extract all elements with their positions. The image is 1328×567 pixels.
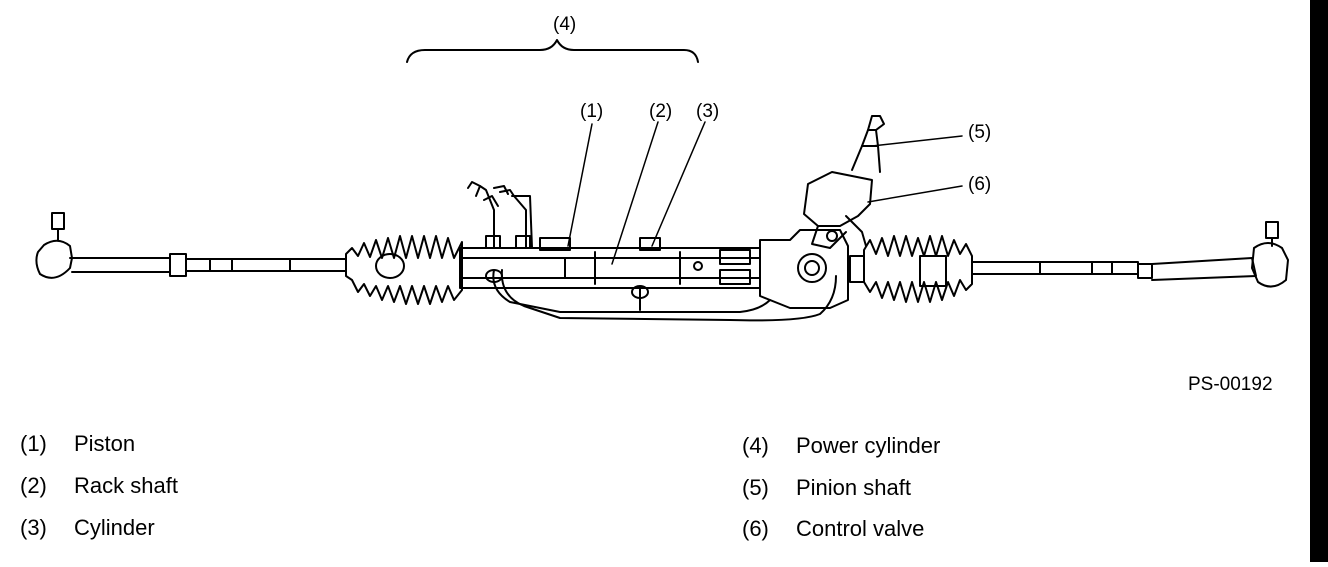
control-valve [803, 171, 873, 249]
callout-3: (3) [696, 101, 719, 122]
figure-id: PS-00192 [1188, 374, 1273, 395]
left-boot [345, 235, 463, 305]
gear-housing [459, 237, 761, 289]
legend-num: (1) [20, 431, 47, 456]
legend-text: Pinion shaft [796, 475, 911, 500]
leader-lines [567, 121, 963, 265]
legend-num: (5) [742, 475, 769, 500]
legend-text: Cylinder [74, 515, 155, 540]
callout-2: (2) [649, 101, 672, 122]
right-tie-rod [971, 261, 1153, 279]
legend-text: Control valve [796, 516, 925, 541]
feed-pipes [467, 181, 533, 249]
pinion-shaft [851, 115, 885, 173]
return-pipes [485, 269, 837, 322]
legend-text: Piston [74, 431, 136, 456]
callout-5: (5) [968, 122, 991, 143]
right-boot [863, 235, 973, 303]
callout-4: (4) [553, 14, 576, 35]
right-tie-rod-end [1151, 221, 1289, 288]
callout-6: (6) [968, 174, 991, 195]
legend-num: (3) [20, 515, 47, 540]
left-boot-clamp [375, 253, 405, 279]
legend-num: (6) [742, 516, 769, 541]
legend-text: Power cylinder [796, 433, 941, 458]
legend-text: Rack shaft [74, 473, 178, 498]
callout-1: (1) [580, 101, 603, 122]
left-tie-rod [185, 258, 347, 272]
power-cylinder-bracket [406, 39, 699, 63]
legend-num: (4) [742, 433, 769, 458]
left-tie-rod-end [35, 212, 187, 279]
right-edge-bar [1310, 0, 1328, 562]
legend-num: (2) [20, 473, 47, 498]
right-boot-clamp [919, 255, 947, 287]
